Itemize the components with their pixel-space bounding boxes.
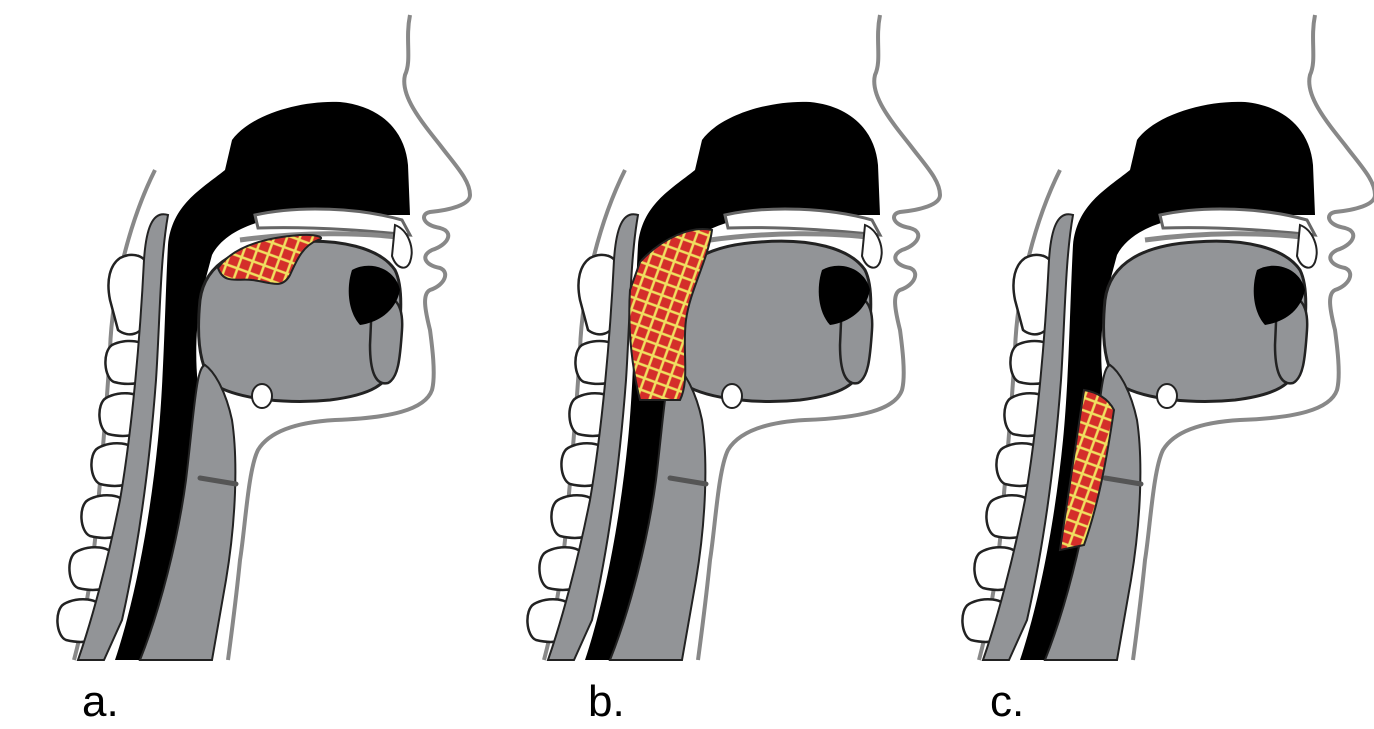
bolus-oral-cavity (216, 233, 323, 285)
bolus-esophagus (1058, 388, 1116, 552)
panel-b: b. (527, 15, 940, 726)
panel-c: c. (962, 15, 1374, 726)
panel-label-c: c. (990, 677, 1024, 726)
bolus-pharynx (628, 228, 714, 401)
panel-label-a: a. (82, 677, 119, 726)
panel-label-b: b. (588, 677, 625, 726)
panel-a: a. (57, 15, 470, 726)
